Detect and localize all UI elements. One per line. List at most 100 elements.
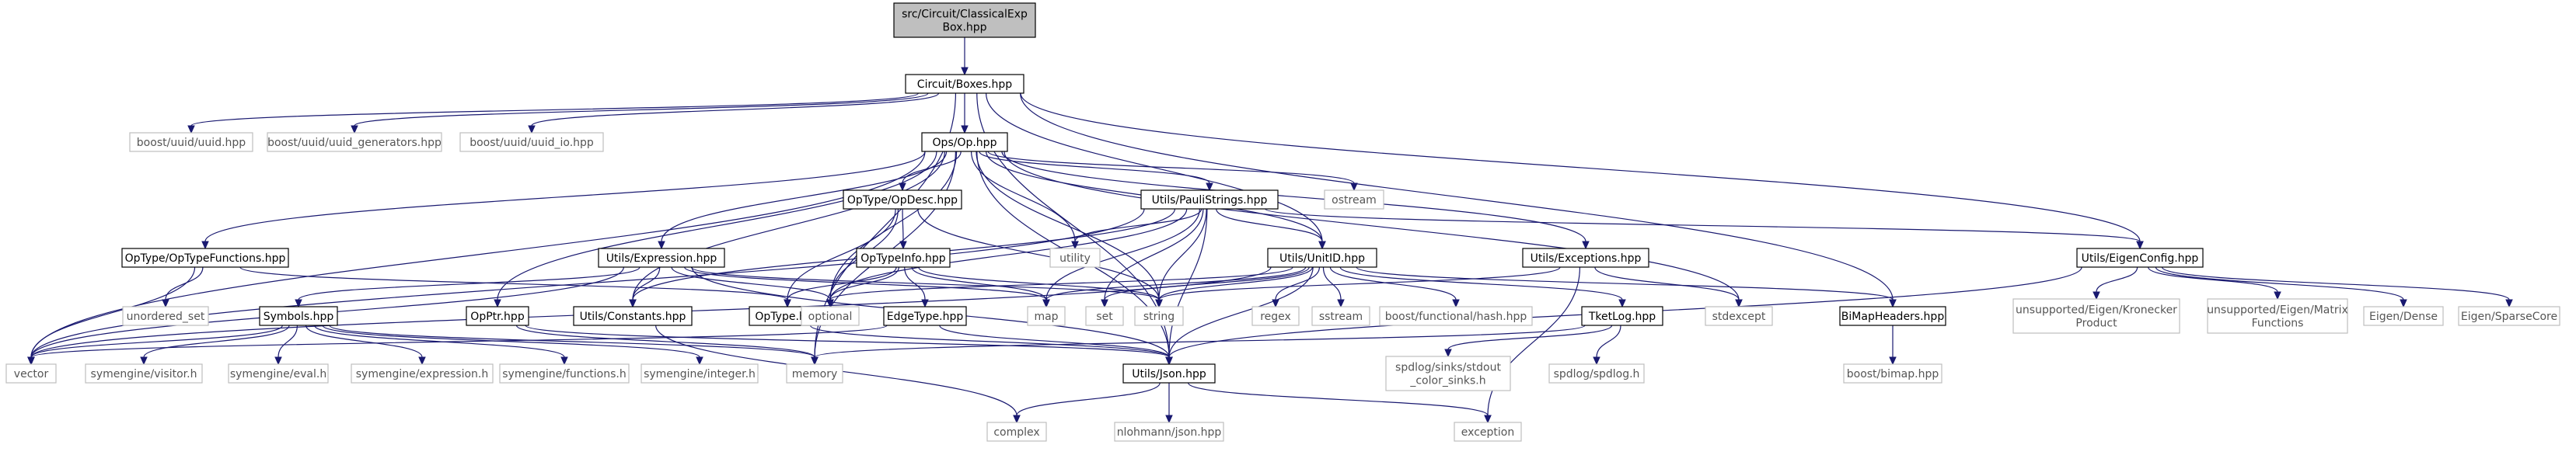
node-unitid[interactable]: Utils/UnitID.hpp xyxy=(1267,248,1377,268)
node-bimapheaders[interactable]: BiMapHeaders.hpp xyxy=(1839,306,1946,326)
node-label: Utils/UnitID.hpp xyxy=(1279,252,1365,265)
node-spdlog: spdlog/spdlog.h xyxy=(1548,363,1645,384)
node-expression: symengine/expression.h xyxy=(351,363,494,384)
node-box xyxy=(786,363,843,384)
node-label: spdlog/spdlog.h xyxy=(1554,368,1640,380)
arrowhead xyxy=(1889,299,1897,308)
edge-line xyxy=(2155,266,2404,301)
edge-line xyxy=(661,151,948,242)
edge-line xyxy=(1594,266,1740,301)
node-label: Eigen/Dense xyxy=(2369,311,2438,323)
node-label: symengine/visitor.h xyxy=(91,368,197,380)
edge-line xyxy=(30,325,283,358)
node-opptr[interactable]: OpPtr.hpp xyxy=(466,306,529,326)
node-box xyxy=(1548,363,1645,384)
node-label: Utils/Exceptions.hpp xyxy=(1531,252,1642,265)
node-box xyxy=(893,2,1036,38)
edge-expr-to-symbols xyxy=(295,266,641,308)
node-label: nlohmann/json.hpp xyxy=(1117,426,1222,439)
node-sstream: sstream xyxy=(1311,306,1370,326)
edge-line xyxy=(525,325,1170,358)
edge-op-to-ostream xyxy=(987,151,1358,192)
node-stdexcept: stdexcept xyxy=(1705,306,1773,326)
node-box xyxy=(2458,306,2560,326)
node-box xyxy=(1454,422,1522,442)
node-box xyxy=(1522,248,1649,268)
edge-line xyxy=(976,151,1160,301)
node-pauli[interactable]: Utils/PauliStrings.hpp xyxy=(1140,189,1279,210)
node-boxes[interactable]: Circuit/Boxes.hpp xyxy=(905,74,1024,94)
edge-op-to-opptr xyxy=(494,151,937,308)
edge-line xyxy=(829,266,899,301)
edge-line xyxy=(632,151,945,301)
node-box xyxy=(228,363,329,384)
arrowhead xyxy=(1165,415,1173,424)
node-tketlog[interactable]: TketLog.hpp xyxy=(1581,306,1663,326)
edge-line xyxy=(2161,266,2510,301)
edge-unitid-to-set xyxy=(1101,266,1310,308)
edge-eigenconfig-to-dense xyxy=(2155,266,2407,308)
node-expr[interactable]: Utils/Expression.hpp xyxy=(598,248,725,268)
node-label: Utils/EigenConfig.hpp xyxy=(2082,252,2199,265)
node-op[interactable]: Ops/Op.hpp xyxy=(921,132,1008,152)
edge-boxes-to-eigenconfig xyxy=(1020,92,2144,250)
node-json[interactable]: Utils/Json.hpp xyxy=(1122,363,1216,384)
node-optypeinfo[interactable]: OpTypeInfo.hpp xyxy=(856,248,951,268)
edge-line xyxy=(1188,382,1489,416)
arrowhead xyxy=(961,125,969,134)
edge-line xyxy=(515,325,815,358)
node-box xyxy=(801,306,860,326)
node-opdesc[interactable]: OpType/OpDesc.hpp xyxy=(843,189,962,210)
node-eval: symengine/eval.h xyxy=(228,363,329,384)
edge-line xyxy=(1074,208,1202,242)
node-regex: regex xyxy=(1251,306,1300,326)
edge-line xyxy=(277,325,298,358)
edge-line xyxy=(1158,266,1561,301)
edge-line xyxy=(1104,266,1310,301)
edge-edgetype-to-json xyxy=(939,325,1173,366)
edge-op-to-optypefn xyxy=(201,151,926,250)
node-exceptions[interactable]: Utils/Exceptions.hpp xyxy=(1522,248,1649,268)
node-label: string xyxy=(1143,311,1175,323)
node-label: set xyxy=(1096,311,1113,323)
edges-layer xyxy=(27,36,2513,424)
node-box xyxy=(1839,306,1946,326)
edge-line xyxy=(1020,92,1894,301)
arrowhead xyxy=(1444,349,1452,358)
edge-exceptions-to-stdexcept xyxy=(1594,266,1743,308)
edge-line xyxy=(1001,151,1586,242)
edge-op-to-opdesc xyxy=(899,151,962,192)
arrowhead xyxy=(899,241,907,250)
edge-line xyxy=(497,151,937,301)
node-constants[interactable]: Utils/Constants.hpp xyxy=(573,306,693,326)
node-edgetype[interactable]: EdgeType.hpp xyxy=(883,306,967,326)
node-label: TketLog.hpp xyxy=(1588,311,1656,323)
node-label: symengine/expression.h xyxy=(356,368,489,380)
arrowhead xyxy=(784,299,791,308)
node-optypefn[interactable]: OpType/OpTypeFunctions.hpp xyxy=(121,248,289,268)
arrowhead xyxy=(629,299,637,308)
node-label: Functions xyxy=(2252,318,2304,330)
edge-unitid-to-bimapheaders xyxy=(1356,266,1897,308)
edge-line xyxy=(809,325,1170,358)
arrowhead xyxy=(1206,182,1213,192)
edge-line xyxy=(1016,382,1161,416)
arrowhead xyxy=(1165,356,1173,366)
edge-boxes-to-uuid xyxy=(187,92,919,134)
node-functions: symengine/functions.h xyxy=(499,363,630,384)
arrowhead xyxy=(140,356,148,366)
node-symbols[interactable]: Symbols.hpp xyxy=(259,306,338,326)
edge-line xyxy=(2148,266,2278,293)
edge-line xyxy=(1265,208,2141,242)
edge-boxes-to-uuidgen xyxy=(351,92,929,134)
arrowhead xyxy=(899,182,906,192)
node-box xyxy=(905,74,1024,94)
node-box xyxy=(1049,248,1101,268)
node-eigenconfig[interactable]: Utils/EigenConfig.hpp xyxy=(2076,248,2204,268)
node-label: ostream xyxy=(1332,194,1377,207)
arrowhead xyxy=(2136,241,2144,250)
node-label: boost/uuid/uuid.hpp xyxy=(137,137,246,149)
edge-line xyxy=(787,266,897,301)
nodes-layer: src/Circuit/ClassicalExpBox.hppCircuit/B… xyxy=(5,2,2560,442)
